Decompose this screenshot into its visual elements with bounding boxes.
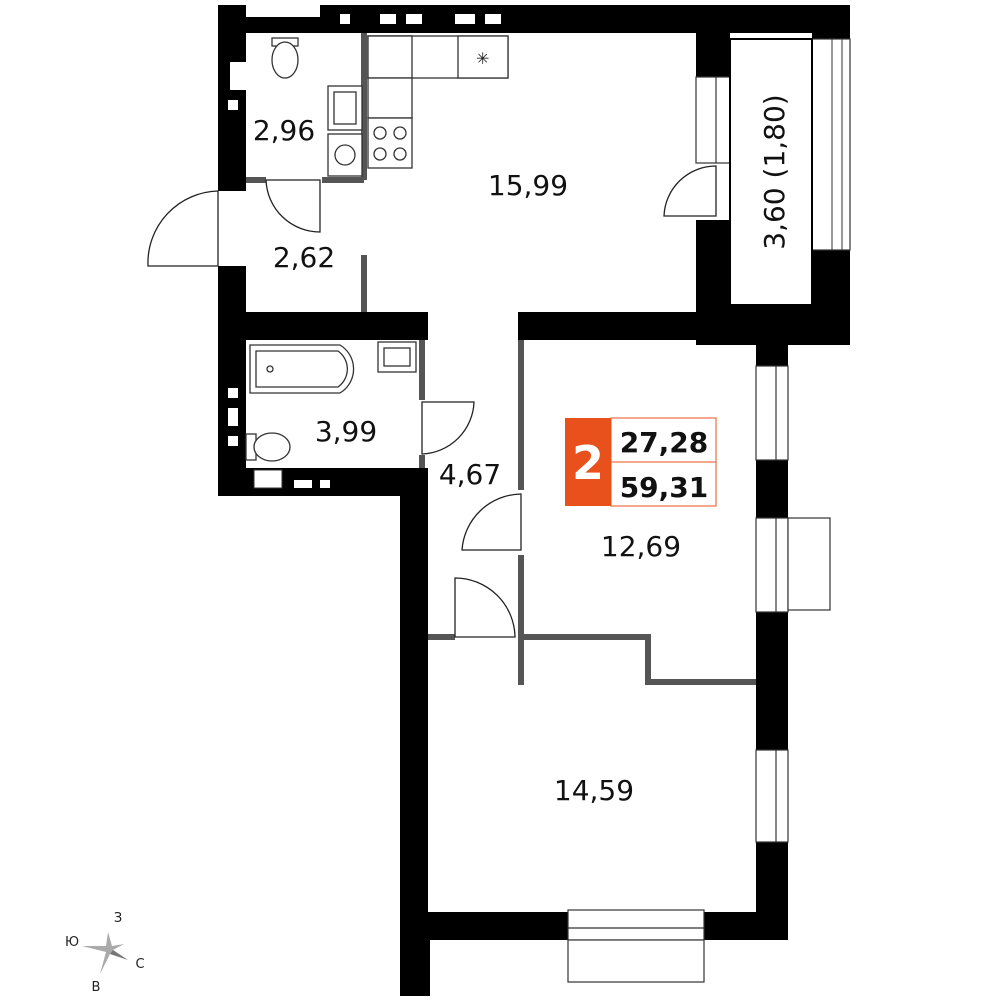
rooms-count-badge: [565, 418, 611, 506]
toilet-fixture-icon: [271, 37, 299, 79]
stove-icon: [367, 117, 413, 169]
area-badge: 2 27,28 59,31: [565, 417, 717, 507]
compass: З Ю С В: [65, 911, 145, 995]
washing-machine-icon: [327, 133, 363, 177]
svg-text:✳: ✳: [476, 49, 489, 68]
bedroom-area: 12,69: [601, 530, 681, 563]
balcony-area: 3,60 (1,80): [758, 94, 791, 249]
corridor-area: 4,67: [439, 458, 501, 491]
living-area: 14,59: [554, 774, 634, 807]
doors: [147, 165, 717, 638]
bathtub-icon: [249, 344, 355, 394]
wc-sink-icon: [327, 85, 363, 131]
hall-area: 2,62: [273, 241, 335, 274]
partitions: [246, 33, 756, 685]
windows: [228, 5, 851, 983]
total-area-value: 59,31: [620, 471, 709, 504]
compass-rose-icon: [82, 932, 128, 974]
bathroom-sink-icon: [377, 341, 417, 373]
living-area-value: 27,28: [620, 426, 709, 459]
kitchen-area: 15,99: [488, 169, 568, 202]
toilet-area: 2,96: [253, 114, 315, 147]
compass-west: З: [114, 911, 122, 926]
kitchen-counter-icon: ✳: [367, 35, 509, 119]
room-labels: 2,96 2,62 15,99 3,60 (1,80) 3,99 4,67 12…: [253, 94, 791, 807]
bathroom-toilet-icon: [245, 432, 291, 462]
compass-south: Ю: [65, 935, 79, 950]
bathroom-area: 3,99: [315, 415, 377, 448]
fixtures: ✳: [245, 35, 509, 462]
compass-north: С: [135, 957, 144, 972]
rooms-count: 2: [572, 436, 604, 490]
compass-east: В: [92, 980, 101, 995]
